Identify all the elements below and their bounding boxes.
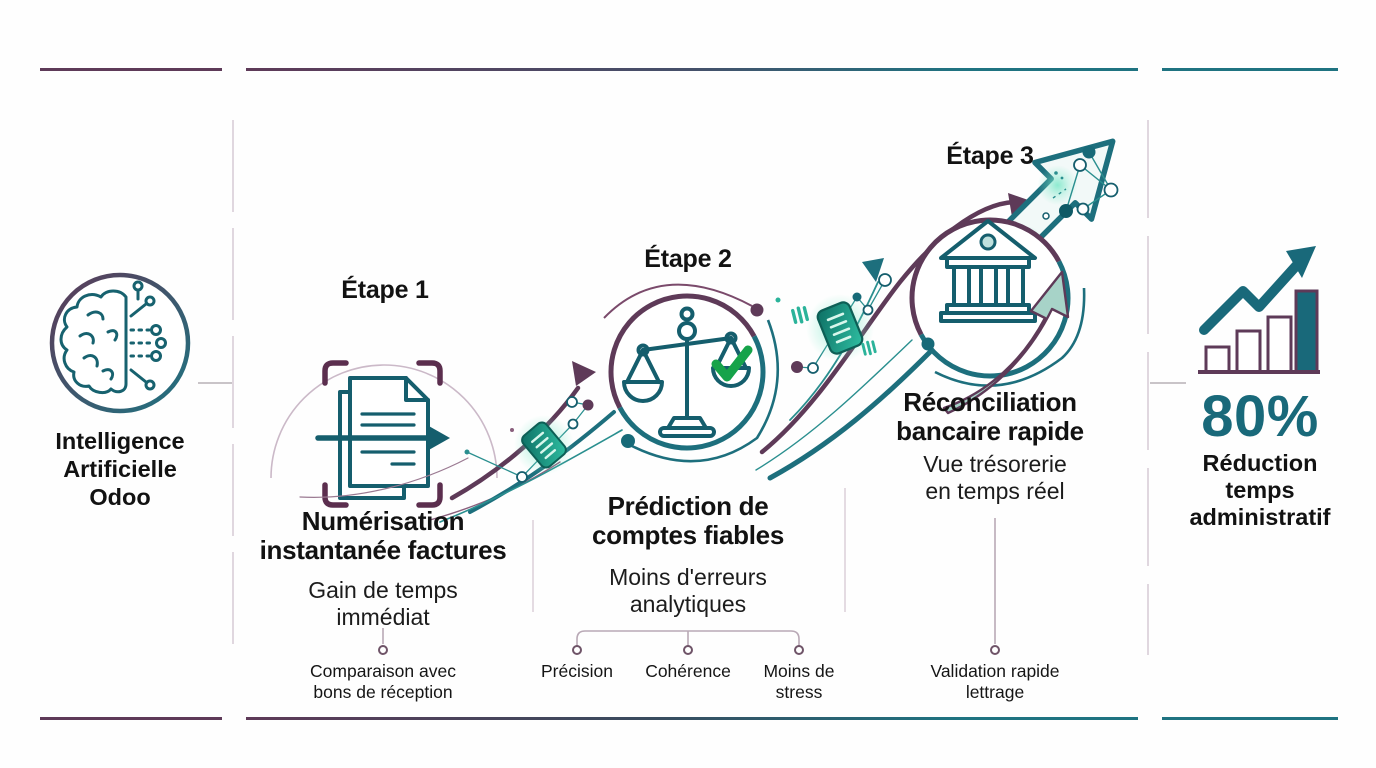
- bottom-border-lines: [40, 717, 1338, 720]
- step3-title: Étape 3: [946, 142, 1034, 170]
- brand-label: Intelligence Artificielle Odoo: [55, 428, 185, 511]
- bank-swoosh-arrow: [942, 270, 1070, 415]
- step1-title: Étape 1: [341, 276, 429, 304]
- step2-title: Étape 2: [644, 245, 732, 273]
- step2-note-precision: Précision: [541, 661, 613, 681]
- brain-circuit-icon: [59, 280, 167, 395]
- step1-note: Comparaison avec bons de réception: [310, 661, 456, 702]
- step3-heading: Réconciliation bancaire rapide: [896, 387, 1084, 447]
- step1-halo-arc: [270, 364, 498, 479]
- bank-icon: [939, 219, 1037, 323]
- check-icon: [711, 345, 753, 382]
- result-value: 80%: [1201, 384, 1319, 449]
- step2-subtext: Moins d'erreurs analytiques: [609, 564, 767, 617]
- step2-note-coherence: Cohérence: [645, 661, 731, 681]
- flow-path-2: [755, 193, 1034, 481]
- step3-subtext: Vue trésorerie en temps réel: [923, 451, 1067, 504]
- panel-dividers: [232, 120, 1149, 655]
- signal-ticks: [791, 306, 877, 356]
- chip-icon-1: [521, 421, 567, 469]
- step3-circle: [909, 217, 1086, 415]
- result-label: Réduction temps administratif: [1189, 450, 1331, 531]
- bar-chart-growth-icon: [1198, 246, 1320, 374]
- step2-note-stress: Moins de stress: [763, 661, 835, 702]
- step2-heading: Prédiction de comptes fiables: [591, 491, 784, 551]
- arrow-network: [1042, 145, 1119, 220]
- flow-1-nodes: [464, 396, 594, 483]
- step3-note: Validation rapide lettrage: [930, 661, 1060, 702]
- note-connectors: [378, 518, 1000, 655]
- chip-icon-2: [816, 301, 864, 355]
- flow-2-nodes: [775, 273, 892, 374]
- brand-circle: [49, 272, 191, 414]
- top-border-lines: [40, 68, 1338, 71]
- step2-circle: [603, 283, 780, 463]
- invoice-scan-icon: [315, 360, 450, 508]
- step1-subtext: Gain de temps immédiat: [308, 577, 458, 630]
- step1-heading: Numérisation instantanée factures: [259, 506, 507, 566]
